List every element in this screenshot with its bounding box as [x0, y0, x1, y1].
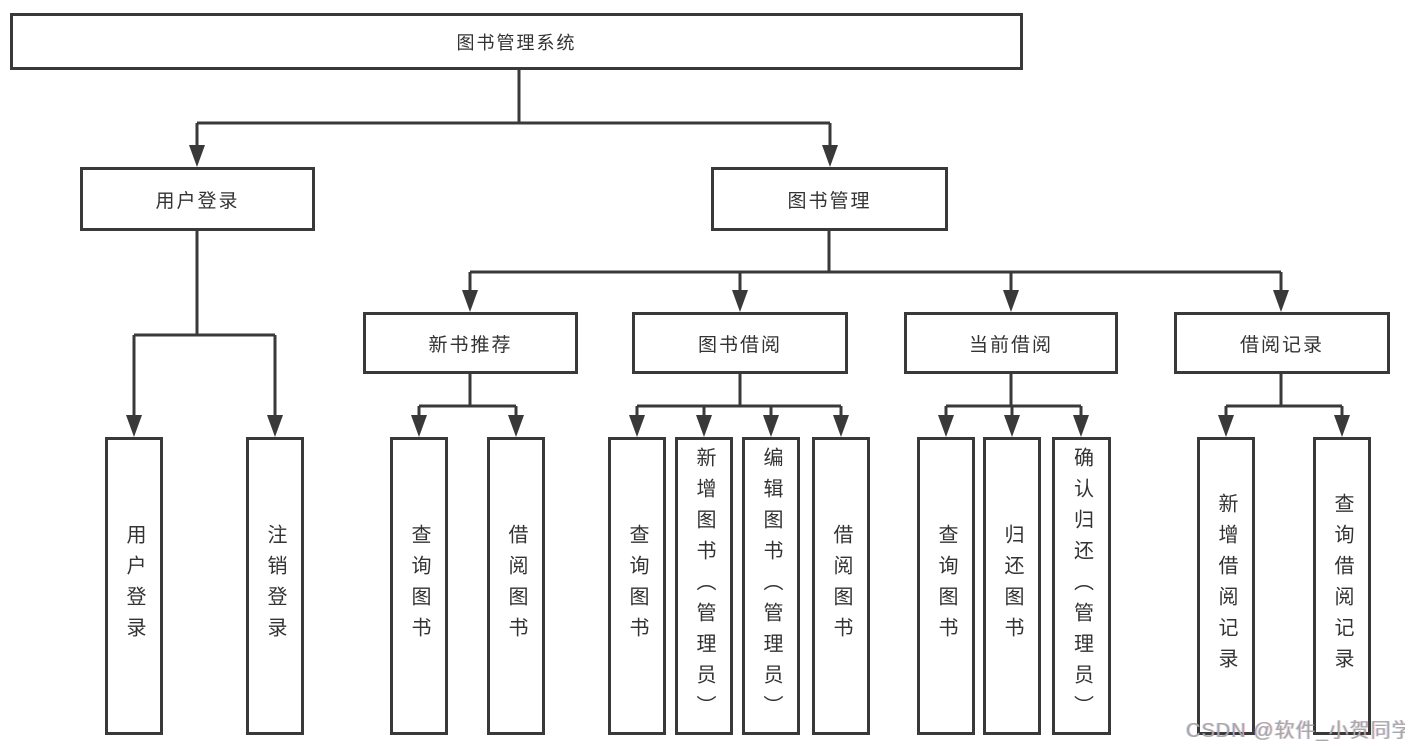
node-user-login: 用户登录 [80, 167, 315, 231]
leaf-query-borrow-record: 查询借阅记录 [1313, 437, 1371, 735]
leaf-query-books-borrow: 查询图书 [608, 437, 666, 735]
node-root-label: 图书管理系统 [456, 32, 577, 53]
leaf-add-book-admin: 新增图书（管理员） [675, 437, 733, 735]
leaf-user-login-label: 用户登录 [123, 524, 145, 648]
leaf-query-books-recommend: 查询图书 [390, 437, 448, 735]
node-borrow-records: 借阅记录 [1174, 312, 1390, 374]
leaf-query-borrow-record-label: 查询借阅记录 [1331, 493, 1353, 679]
leaf-query-books-current-label: 查询图书 [935, 524, 957, 648]
leaf-borrow-books-recommend-label: 借阅图书 [505, 524, 527, 648]
leaf-confirm-return-admin: 确认归还（管理员） [1052, 437, 1111, 735]
node-current-borrow: 当前借阅 [904, 312, 1118, 374]
leaf-return-book-label: 归还图书 [1001, 524, 1023, 648]
node-borrow-records-label: 借阅记录 [1239, 334, 1324, 356]
node-new-book-recommend-label: 新书推荐 [428, 334, 513, 356]
node-book-management-label: 图书管理 [787, 190, 872, 212]
node-current-borrow-label: 当前借阅 [968, 334, 1053, 356]
leaf-borrow-books: 借阅图书 [812, 437, 870, 735]
node-book-management: 图书管理 [711, 167, 948, 231]
watermark: CSDN @软件_小贺同学 [1186, 720, 1405, 742]
node-book-borrow-label: 图书借阅 [697, 334, 782, 356]
leaf-add-borrow-record: 新增借阅记录 [1197, 437, 1255, 735]
node-root: 图书管理系统 [10, 13, 1023, 70]
leaf-add-borrow-record-label: 新增借阅记录 [1215, 493, 1237, 679]
leaf-logout: 注销登录 [246, 437, 304, 735]
leaf-borrow-books-label: 借阅图书 [830, 524, 852, 648]
leaf-borrow-books-recommend: 借阅图书 [487, 437, 545, 735]
leaf-edit-book-admin-label: 编辑图书（管理员） [760, 446, 782, 726]
node-user-login-label: 用户登录 [155, 190, 240, 212]
leaf-logout-label: 注销登录 [264, 524, 286, 648]
leaf-query-books-current: 查询图书 [917, 437, 975, 735]
leaf-edit-book-admin: 编辑图书（管理员） [742, 437, 800, 735]
leaf-return-book: 归还图书 [983, 437, 1041, 735]
leaf-query-books-borrow-label: 查询图书 [626, 524, 648, 648]
leaf-query-books-recommend-label: 查询图书 [408, 524, 430, 648]
leaf-add-book-admin-label: 新增图书（管理员） [693, 446, 715, 726]
node-new-book-recommend: 新书推荐 [363, 312, 578, 374]
leaf-confirm-return-admin-label: 确认归还（管理员） [1070, 446, 1093, 726]
leaf-user-login: 用户登录 [105, 437, 163, 735]
node-book-borrow: 图书借阅 [632, 312, 848, 374]
